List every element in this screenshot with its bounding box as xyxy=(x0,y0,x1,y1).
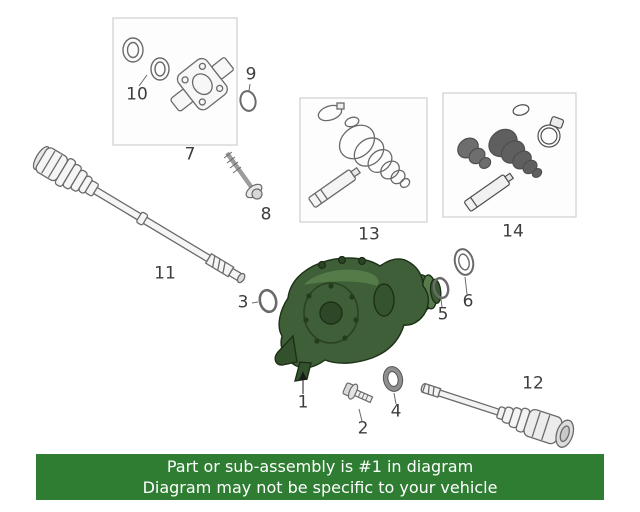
clamp-set-10 xyxy=(122,37,170,87)
part-label-8[interactable]: 8 xyxy=(260,204,272,225)
leader-line-2 xyxy=(358,408,363,422)
o-ring-5 xyxy=(432,276,450,308)
part-label-12[interactable]: 12 xyxy=(522,373,544,394)
small-boot-14 xyxy=(457,137,492,170)
small-clamp-14 xyxy=(512,104,530,116)
diff-highlight xyxy=(304,269,379,286)
diff-cover-ring xyxy=(303,282,359,344)
seal-4 xyxy=(382,366,404,405)
large-boot-14 xyxy=(488,128,543,179)
diff-cover-bolts xyxy=(303,283,359,344)
boot-kit-14 xyxy=(457,104,565,212)
part-label-13[interactable]: 13 xyxy=(358,224,380,245)
part-label-5[interactable]: 5 xyxy=(437,304,449,325)
part-label-14[interactable]: 14 xyxy=(502,221,524,242)
grease-tube-14 xyxy=(464,172,515,212)
banner-line-1: Part or sub-assembly is #1 in diagram xyxy=(166,457,474,476)
disclaimer-banner: Part or sub-assembly is #1 in diagram Di… xyxy=(36,454,604,500)
diff-mount-arm xyxy=(274,334,298,366)
part-label-4[interactable]: 4 xyxy=(390,401,402,422)
differential-assembly-1 xyxy=(274,255,442,382)
part-label-2[interactable]: 2 xyxy=(357,418,369,439)
o-ring-9 xyxy=(239,83,257,112)
part-label-6[interactable]: 6 xyxy=(462,291,474,312)
seal-6 xyxy=(453,248,475,295)
part-label-7[interactable]: 7 xyxy=(184,144,196,165)
bolt-2 xyxy=(342,382,374,404)
diff-side-detail xyxy=(373,283,395,317)
part-1-pointer-arrow xyxy=(299,371,307,394)
axle-shaft-11 xyxy=(32,145,246,284)
part-label-1[interactable]: 1 xyxy=(297,392,309,413)
sub-assembly-boxes xyxy=(112,17,577,223)
grease-tube-13 xyxy=(308,166,362,208)
part-label-10[interactable]: 10 xyxy=(126,84,148,105)
bolt-8 xyxy=(223,151,263,200)
part-label-9[interactable]: 9 xyxy=(245,64,257,85)
part-label-11[interactable]: 11 xyxy=(154,263,176,284)
diff-cover-hub xyxy=(319,301,343,325)
part-label-3[interactable]: 3 xyxy=(237,292,249,313)
flange-assembly-7 xyxy=(170,57,234,112)
o-ring-3 xyxy=(251,288,278,314)
banner-line-2: Diagram may not be specific to your vehi… xyxy=(142,478,498,497)
axle-shaft-12 xyxy=(420,382,575,448)
boot-kit-13 xyxy=(308,102,411,208)
diff-top-bumps xyxy=(317,255,367,270)
worm-clamp-14 xyxy=(537,116,565,148)
